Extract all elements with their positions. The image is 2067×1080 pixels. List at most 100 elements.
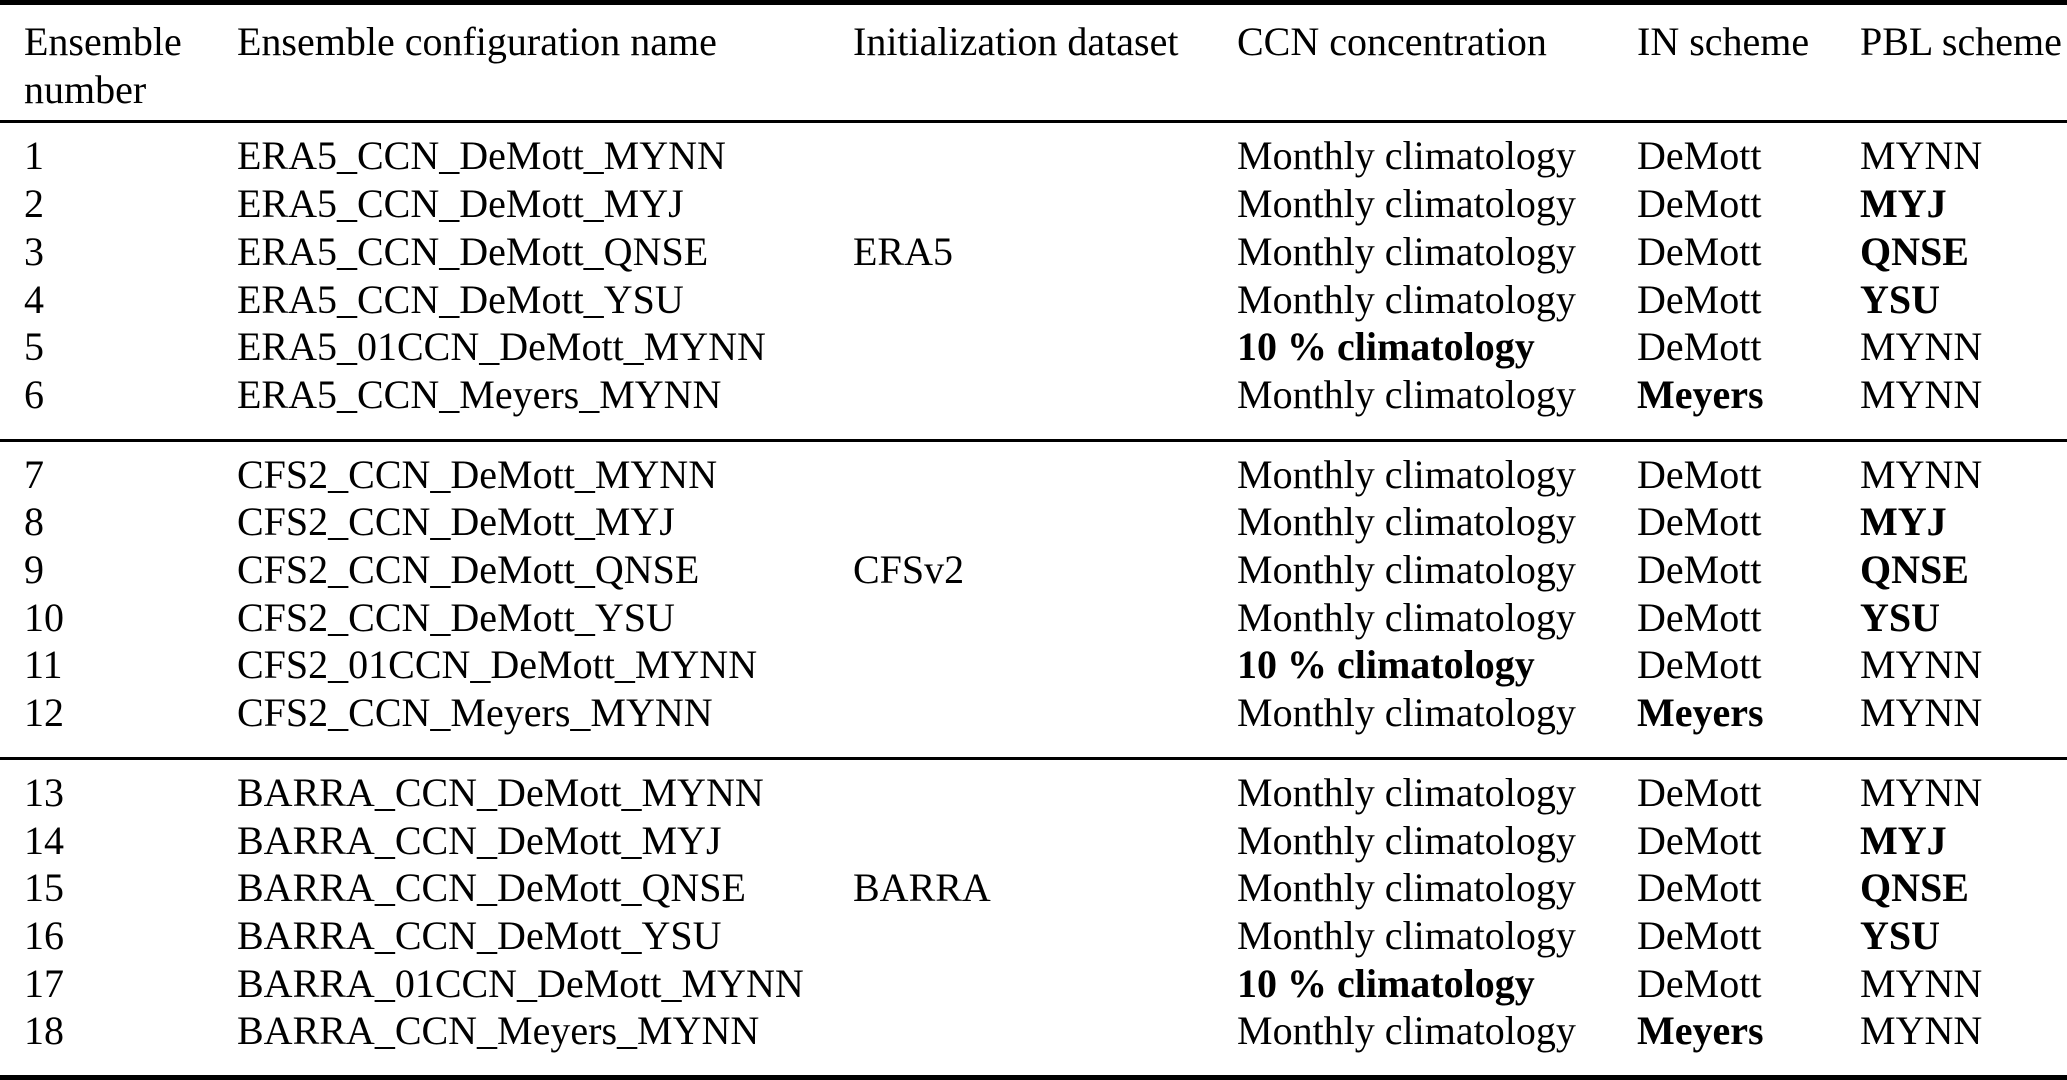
cell-config-name: ERA5_CCN_Meyers_MYNN (237, 371, 722, 417)
cell-ensemble-number: 7 (24, 451, 44, 497)
cell-config-name: BARRA_CCN_DeMott_QNSE (237, 865, 746, 911)
cell-pbl-scheme: MYNN (1860, 451, 1983, 497)
table-body: 1 ERA5_CCN_DeMott_MYNN Monthly climatology… (0, 123, 2067, 1075)
cell-in-scheme: DeMott (1637, 912, 1762, 958)
cell-ccn-concentration: Monthly climatology (1237, 1008, 1576, 1054)
cell-ensemble-number: 17 (24, 960, 64, 1006)
cell-init-dataset (853, 180, 1237, 228)
cell-config-name: BARRA_CCN_DeMott_MYNN (237, 769, 764, 815)
table-row: 3 ERA5_CCN_DeMott_QNSE ERA5 Monthly climato… (0, 228, 2067, 276)
cell-init-dataset (853, 323, 1237, 371)
cell-in-scheme: DeMott (1637, 133, 1762, 179)
cell-pbl-scheme: QNSE (1860, 865, 1969, 911)
cell-ensemble-number: 14 (24, 817, 64, 863)
table-group-cfsv2: 7 CFS2_CCN_DeMott_MYNN Monthly climatology… (0, 438, 2067, 757)
cell-ensemble-number: 1 (24, 133, 44, 179)
cell-ccn-concentration: Monthly climatology (1237, 371, 1576, 417)
cell-pbl-scheme: MYNN (1860, 1008, 1983, 1054)
cell-pbl-scheme: MYNN (1860, 133, 1983, 179)
cell-init-dataset: CFSv2 (853, 547, 965, 593)
cell-init-dataset: ERA5 (853, 228, 953, 274)
cell-ensemble-number: 8 (24, 499, 44, 545)
cell-in-scheme: Meyers (1637, 690, 1764, 736)
cell-pbl-scheme: MYNN (1860, 371, 1983, 417)
cell-pbl-scheme: YSU (1860, 594, 1941, 640)
cell-init-dataset (853, 1007, 1237, 1055)
col-header-in-scheme: IN scheme (1637, 19, 1810, 64)
cell-pbl-scheme: MYJ (1860, 817, 1947, 863)
cell-init-dataset (853, 817, 1237, 865)
cell-init-dataset (853, 689, 1237, 737)
cell-ensemble-number: 9 (24, 547, 44, 593)
cell-config-name: ERA5_CCN_DeMott_YSU (237, 276, 684, 322)
cell-init-dataset (853, 276, 1237, 324)
cell-config-name: ERA5_01CCN_DeMott_MYNN (237, 324, 766, 370)
cell-pbl-scheme: MYNN (1860, 690, 1983, 736)
cell-config-name: ERA5_CCN_DeMott_QNSE (237, 228, 709, 274)
cell-in-scheme: DeMott (1637, 451, 1762, 497)
cell-ensemble-number: 10 (24, 594, 64, 640)
cell-ccn-concentration: Monthly climatology (1237, 769, 1576, 815)
cell-ensemble-number: 12 (24, 690, 64, 736)
cell-in-scheme: DeMott (1637, 960, 1762, 1006)
col-header-config-name: Ensemble configuration name (237, 19, 717, 64)
cell-pbl-scheme: QNSE (1860, 547, 1969, 593)
cell-in-scheme: DeMott (1637, 594, 1762, 640)
cell-pbl-scheme: QNSE (1860, 228, 1969, 274)
cell-in-scheme: DeMott (1637, 324, 1762, 370)
cell-ccn-concentration: 10 % climatology (1237, 642, 1535, 688)
cell-ensemble-number: 13 (24, 769, 64, 815)
cell-ccn-concentration: Monthly climatology (1237, 594, 1576, 640)
cell-ccn-concentration: Monthly climatology (1237, 499, 1576, 545)
cell-ensemble-number: 3 (24, 228, 44, 274)
cell-config-name: BARRA_01CCN_DeMott_MYNN (237, 960, 804, 1006)
cell-config-name: ERA5_CCN_DeMott_MYNN (237, 133, 726, 179)
cell-ccn-concentration: Monthly climatology (1237, 181, 1576, 227)
cell-in-scheme: DeMott (1637, 769, 1762, 815)
cell-in-scheme: DeMott (1637, 499, 1762, 545)
cell-init-dataset (853, 641, 1237, 689)
cell-config-name: CFS2_01CCN_DeMott_MYNN (237, 642, 758, 688)
cell-init-dataset (853, 769, 1237, 817)
table-row: 17 BARRA_01CCN_DeMott_MYNN 10 % climatolog… (0, 960, 2067, 1008)
cell-init-dataset (853, 960, 1237, 1008)
col-header-ccn-concentration: CCN concentration (1237, 19, 1547, 64)
cell-ccn-concentration: Monthly climatology (1237, 228, 1576, 274)
cell-config-name: BARRA_CCN_DeMott_MYJ (237, 817, 722, 863)
cell-ensemble-number: 11 (24, 642, 63, 688)
cell-pbl-scheme: YSU (1860, 276, 1941, 322)
cell-ccn-concentration: Monthly climatology (1237, 276, 1576, 322)
cell-in-scheme: DeMott (1637, 642, 1762, 688)
cell-in-scheme: Meyers (1637, 1008, 1764, 1054)
cell-config-name: ERA5_CCN_DeMott_MYJ (237, 181, 684, 227)
cell-ensemble-number: 16 (24, 912, 64, 958)
cell-ccn-concentration: Monthly climatology (1237, 547, 1576, 593)
cell-ccn-concentration: Monthly climatology (1237, 451, 1576, 497)
cell-init-dataset (853, 371, 1237, 419)
cell-ensemble-number: 2 (24, 181, 44, 227)
cell-config-name: CFS2_CCN_DeMott_MYNN (237, 451, 718, 497)
cell-pbl-scheme: MYNN (1860, 642, 1983, 688)
cell-in-scheme: DeMott (1637, 181, 1762, 227)
col-header-init-dataset: Initialization dataset (853, 19, 1179, 64)
cell-ensemble-number: 5 (24, 324, 44, 370)
cell-config-name: BARRA_CCN_DeMott_YSU (237, 912, 722, 958)
cell-ccn-concentration: 10 % climatology (1237, 960, 1535, 1006)
cell-init-dataset (853, 451, 1237, 499)
cell-init-dataset (853, 594, 1237, 642)
table-row: 11 CFS2_01CCN_DeMott_MYNN 10 % climatology… (0, 641, 2067, 689)
cell-in-scheme: DeMott (1637, 276, 1762, 322)
table-group-era5: 1 ERA5_CCN_DeMott_MYNN Monthly climatology… (0, 123, 2067, 438)
cell-in-scheme: DeMott (1637, 817, 1762, 863)
